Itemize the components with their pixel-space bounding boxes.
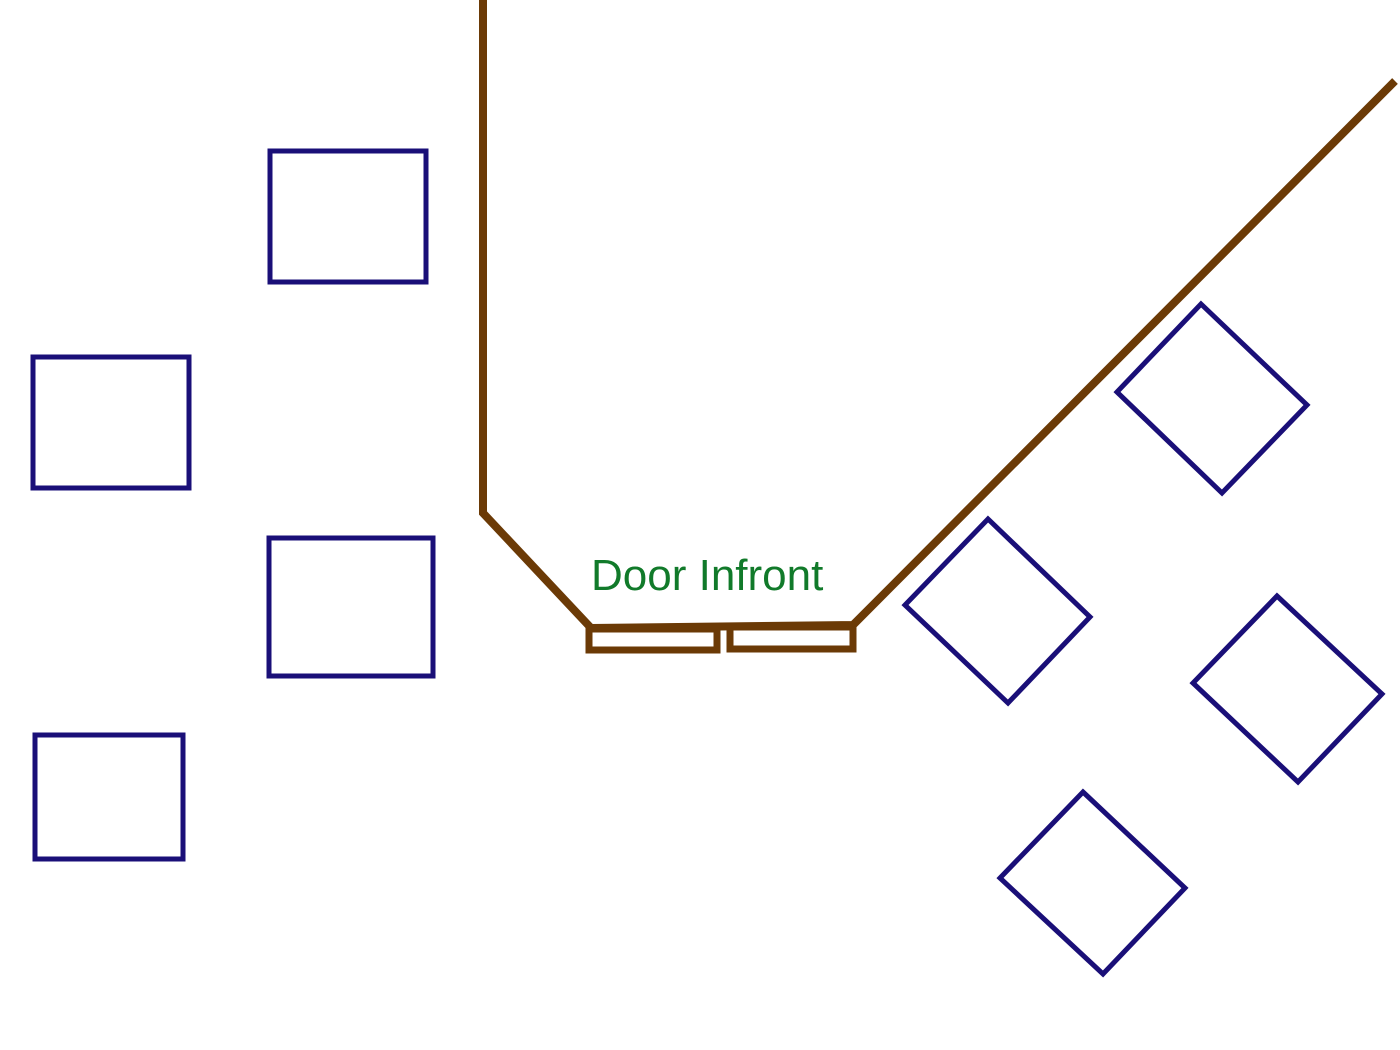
table [996, 788, 1189, 978]
table [266, 535, 436, 679]
table [267, 148, 429, 285]
table [901, 515, 1094, 707]
door-label: Door Infront [591, 551, 823, 600]
table [1189, 592, 1386, 786]
door-left-panel [585, 625, 721, 654]
door-right-panel [726, 623, 857, 653]
table [1113, 300, 1311, 497]
wall-outline [479, 0, 1398, 633]
table [32, 732, 186, 862]
table [30, 354, 192, 491]
